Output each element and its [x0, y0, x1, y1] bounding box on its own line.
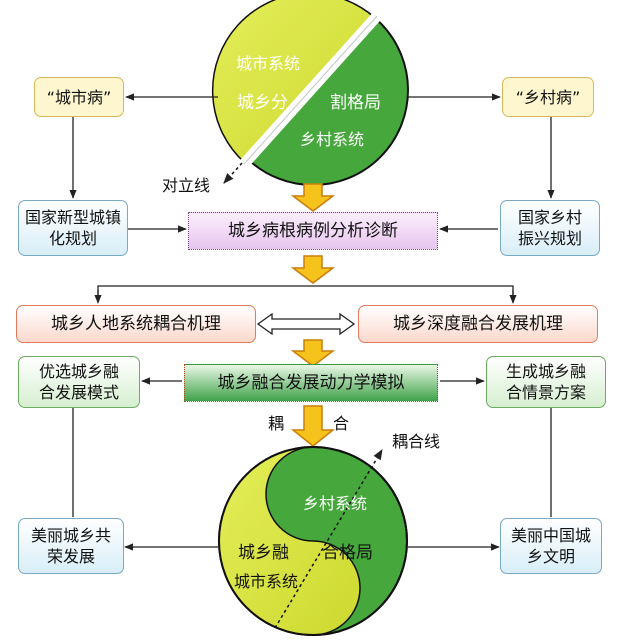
human-land-mechanism-box: 城乡人地系统耦合机理	[16, 305, 256, 343]
coupling-line-label: 耦合线	[392, 432, 441, 451]
rural-disease-box: “乡村病”	[502, 77, 594, 117]
diagnosis-box: 城乡病根病例分析诊断	[188, 212, 438, 250]
coupling-line-pointer	[274, 449, 383, 629]
scenario-plan-box: 生成城乡融合情景方案	[486, 356, 606, 408]
optimal-mode-box: 优选城乡融合发展模式	[18, 356, 140, 408]
coupling-label-right: 合	[333, 414, 350, 433]
split-pattern-label-part1: 城乡分	[237, 93, 288, 113]
split-pattern-circle	[211, 0, 409, 186]
deep-integration-mechanism-box: 城乡深度融合发展机理	[358, 305, 598, 343]
flow-arrow-4	[290, 405, 336, 447]
branch-to-mechanisms	[97, 285, 514, 300]
split-pattern-label-part2: 割格局	[330, 93, 381, 113]
coupling-label-left: 耦	[268, 414, 285, 433]
fusion-pattern-label-part2: 合格局	[322, 543, 373, 563]
city-system-label: 城市系统	[236, 54, 301, 73]
opposition-line-label: 对立线	[162, 176, 211, 195]
fusion-pattern-circle	[218, 446, 408, 636]
opposition-line-pointer	[223, 162, 243, 184]
flow-arrow-3	[290, 339, 336, 367]
fusion-pattern-label-part1: 城乡融	[238, 543, 289, 563]
flow-arrow-2	[290, 255, 336, 284]
beautiful-urban-rural-box: 美丽城乡共荣发展	[18, 518, 124, 574]
rural-system-label-bottom: 乡村系统	[303, 494, 368, 513]
flow-arrow-1	[290, 183, 336, 212]
rural-system-label: 乡村系统	[300, 130, 365, 149]
city-system-label-bottom: 城市系统	[234, 572, 299, 591]
dynamics-simulation-box: 城乡融合发展动力学模拟	[184, 364, 438, 402]
beautiful-china-box: 美丽中国城乡文明	[500, 518, 602, 574]
double-arrow-mechanisms	[256, 312, 356, 336]
national-urban-plan-box: 国家新型城镇化规划	[18, 200, 128, 256]
urban-disease-box: “城市病”	[34, 77, 124, 117]
national-rural-plan-box: 国家乡村振兴规划	[500, 200, 600, 256]
